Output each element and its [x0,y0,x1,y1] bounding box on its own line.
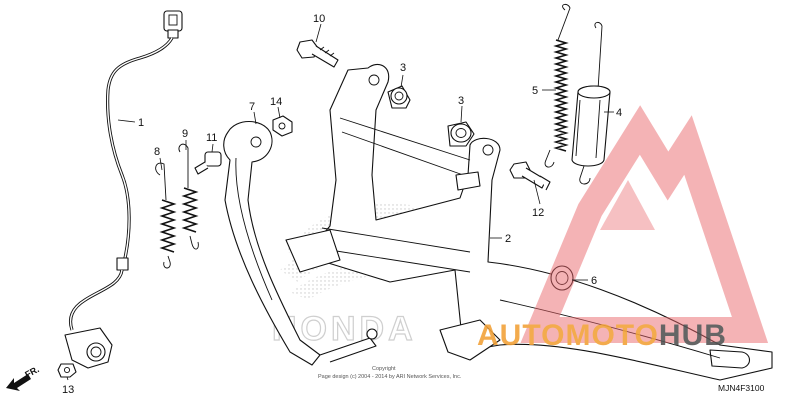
callout-8: 8 [154,146,160,158]
part-10-bolt [296,39,339,68]
logo-text-hub: HUB [659,319,727,352]
callout-2: 2 [505,233,511,245]
part-2-main-stand [285,64,773,381]
part-14-nut [272,115,293,137]
part-12-bolt [509,161,551,191]
front-label: FR. [23,364,40,380]
copyright-title: Copyright [372,366,396,372]
part-3-collar-upper [387,85,411,109]
part-1-side-stand-switch-harness [64,10,183,369]
callout-10: 10 [313,13,325,25]
part-6-collar [550,265,574,291]
automotohub-logo: AUTOMOTOHUB [477,105,769,352]
part-13-bolt [57,363,77,378]
front-direction-indicator: FR. [6,364,41,391]
front-arrow-icon [6,374,31,391]
part-7-side-stand [223,120,378,366]
part-8-spring [155,162,177,269]
part-5-spring [544,3,571,168]
part-4-spring-cover [571,21,611,185]
callout-7: 7 [249,101,255,113]
logo-triangle [520,105,769,343]
part-3-collar-lower [447,121,475,147]
part-11-bolt [194,151,222,175]
callout-11: 11 [206,132,217,144]
callout-13: 13 [62,384,74,396]
logo-text-automoto: AUTOMOTO [477,319,659,352]
part-9-spring [178,143,199,250]
callout-9: 9 [182,128,188,140]
callout-3-upper: 3 [400,62,406,74]
callout-6: 6 [591,275,597,287]
callout-labels: 1 2 3 3 4 5 6 7 8 9 10 11 12 13 14 [62,13,622,396]
callout-3-lower: 3 [458,95,464,107]
diagram-code: MJN4F3100 [718,383,765,393]
callout-5: 5 [532,85,538,97]
callout-1: 1 [138,117,144,129]
copyright-text: Page design (c) 2004 - 2014 by ARI Netwo… [318,374,462,380]
svg-text:AUTOMOTOHUB: AUTOMOTOHUB [477,319,727,352]
leader-lines [66,23,614,381]
callout-4: 4 [616,107,622,119]
callout-12: 12 [532,207,544,219]
callout-14: 14 [270,96,282,108]
